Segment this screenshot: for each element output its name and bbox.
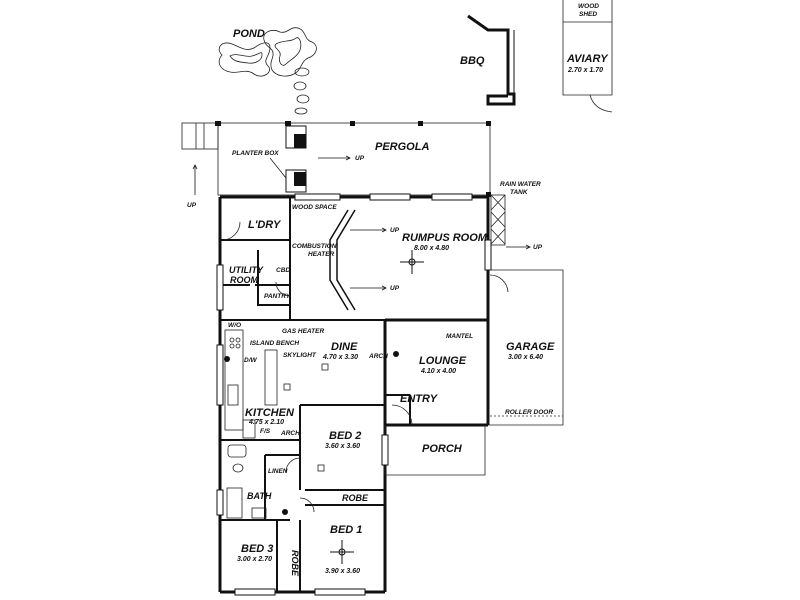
gas-heater-label: GAS HEATER [282,328,324,335]
robe-side-label: ROBE [290,550,300,577]
bed3-dimensions: 3.00 x 2.70 [237,556,272,563]
planter-box [269,125,307,193]
pond-label: POND [233,28,265,40]
pergola-up-arrow [318,155,351,161]
bed1-dimensions: 3.90 x 3.60 [325,568,360,575]
wood-shed-label-2: SHED [579,11,597,18]
garage-label: GARAGE [506,341,555,353]
rumpus-up-arrows [350,227,387,291]
ceiling-fan-bed1 [330,540,354,564]
dine-dimensions: 4.70 x 3.30 [322,354,358,361]
dw-label: D/W [244,357,258,364]
pergola-outline [181,122,491,196]
arch-dine-label: ARCH [368,353,388,360]
porch-label: PORCH [422,443,463,455]
lounge-label: LOUNGE [419,355,467,367]
wood-space-label: WOOD SPACE [292,204,337,211]
ceiling-fan-rumpus [400,250,424,274]
laundry-label: L'DRY [248,219,282,231]
pantry-label: PANTRY [264,293,291,300]
rumpus-angled-wall [329,209,356,311]
arch-marks [268,340,386,441]
fireplace [224,351,399,515]
garage-outline [488,269,564,426]
up-rumpus-top: UP [390,227,400,234]
garage-dimensions: 3.00 x 6.40 [508,354,543,361]
pergola-up-label: UP [355,155,365,162]
robe-top-label: ROBE [342,493,369,503]
rain-water-label-1: RAIN WATER [500,181,541,188]
rain-water-label-2: TANK [510,189,529,196]
lounge-dimensions: 4.10 x 4.00 [420,368,456,375]
bed1-label: BED 1 [330,524,362,536]
cbd-label: CBD [276,267,290,274]
mantel-label: MANTEL [446,333,473,340]
up-rumpus-bottom: UP [390,285,400,292]
bbq-structure [467,14,516,106]
rain-water-tank [490,194,506,246]
skylight-label: SKYLIGHT [283,352,317,359]
utility-label-2: ROOM [230,275,259,285]
wood-shed-aviary [562,0,613,113]
fs-label: F/S [260,428,271,435]
wood-shed-label-1: WOOD [578,3,599,10]
bed2-label: BED 2 [329,430,361,442]
kitchen-label: KITCHEN [245,407,295,419]
arch-kitchen-label: ARCH [280,430,300,437]
bed2-dimensions: 3.60 x 3.60 [325,443,360,450]
bbq-label: BBQ [460,55,485,67]
aviary-label: AVIARY [566,53,609,65]
pergola-label: PERGOLA [375,141,429,153]
utility-label-1: UTILITY [229,265,264,275]
left-up-label: UP [187,202,197,209]
aviary-dimensions: 2.70 x 1.70 [567,67,603,74]
combustion-label-1: COMBUSTION [292,243,337,250]
dine-label: DINE [331,341,358,353]
bed3-label: BED 3 [241,543,273,555]
pergola-posts [215,121,491,197]
interior-walls [220,197,411,592]
island-bench-label: ISLAND BENCH [250,340,299,347]
windows [216,193,492,596]
kitchen-fixtures [224,329,329,472]
pond-stepping-stones [293,67,310,115]
wo-label: W/O [228,322,241,329]
roller-door-label: ROLLER DOOR [505,409,553,416]
right-up-label: UP [533,244,543,251]
kitchen-dimensions: 4.75 x 2.10 [248,419,284,426]
right-up-arrow [506,244,531,250]
pond-shape [218,27,317,77]
linen-label: LINEN [268,468,288,475]
entry-label: ENTRY [400,393,439,405]
door-swings [221,221,509,513]
bath-label: BATH [247,491,272,501]
left-up-arrow [192,164,198,195]
rumpus-label: RUMPUS ROOM [402,232,488,244]
bath-fixtures [226,444,267,519]
planter-box-label: PLANTER BOX [232,150,279,157]
combustion-label-2: HEATER [308,251,335,258]
rumpus-dimensions: 8.00 x 4.80 [414,245,449,252]
